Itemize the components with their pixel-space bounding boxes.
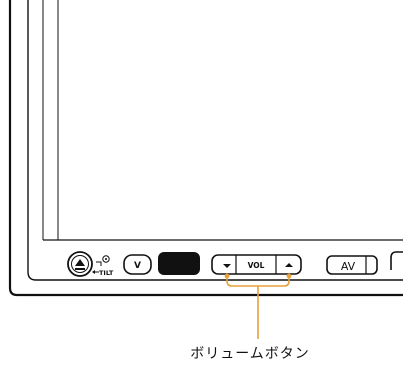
tilt-label: TILT: [99, 269, 114, 277]
v-button[interactable]: V: [123, 254, 152, 275]
device-outer-frame: [8, 0, 403, 297]
eject-icon: [75, 259, 85, 270]
eject-button[interactable]: [67, 251, 93, 277]
vol-up-icon[interactable]: [285, 263, 293, 267]
vol-button-label: VOL: [248, 261, 265, 270]
callout-label: ボリュームボタン: [190, 346, 310, 362]
av-button[interactable]: AV: [326, 255, 378, 275]
partial-right-button: [390, 251, 403, 270]
vol-button[interactable]: VOL: [211, 254, 302, 275]
sensor-window: [158, 252, 200, 275]
vol-down-icon[interactable]: [223, 264, 231, 268]
tilt-icon: [92, 255, 110, 274]
v-button-label: V: [134, 261, 141, 271]
screen-inner-frame: [27, 0, 403, 281]
callout-leader: [224, 273, 292, 339]
av-button-label: AV: [341, 260, 356, 273]
